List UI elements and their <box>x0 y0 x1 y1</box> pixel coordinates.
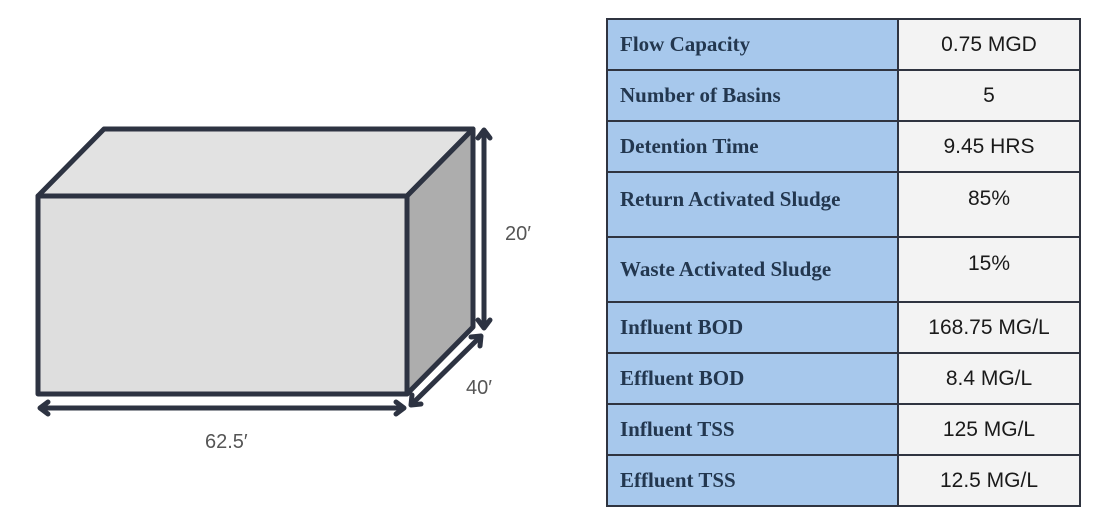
basin-dimension-diagram: 62.5′ 20′ 40′ <box>35 126 531 453</box>
table-row: Influent TSS 125 MG/L <box>606 403 1081 456</box>
length-dimension-arrow <box>37 399 407 417</box>
height-dimension-arrow <box>475 127 493 331</box>
table-row: Influent BOD 168.75 MG/L <box>606 301 1081 354</box>
spec-value: 5 <box>897 69 1081 122</box>
height-label: 20′ <box>505 223 531 245</box>
spec-label: Flow Capacity <box>606 18 899 71</box>
basin-front-face <box>35 193 410 397</box>
spec-value: 8.4 MG/L <box>897 352 1081 405</box>
width-label: 40′ <box>466 377 492 399</box>
table-row: Flow Capacity 0.75 MGD <box>606 18 1081 71</box>
spec-value: 12.5 MG/L <box>897 454 1081 507</box>
table-row: Effluent BOD 8.4 MG/L <box>606 352 1081 405</box>
spec-label: Return Activated Sludge <box>606 171 899 238</box>
spec-label: Influent BOD <box>606 301 899 354</box>
spec-value: 15% <box>897 236 1081 303</box>
table-row: Number of Basins 5 <box>606 69 1081 122</box>
width-dimension-arrow <box>408 333 484 408</box>
spec-label: Number of Basins <box>606 69 899 122</box>
spec-label: Waste Activated Sludge <box>606 236 899 303</box>
spec-value: 0.75 MGD <box>897 18 1081 71</box>
spec-value: 168.75 MG/L <box>897 301 1081 354</box>
spec-value: 125 MG/L <box>897 403 1081 456</box>
length-label: 62.5′ <box>205 431 248 453</box>
table-row: Return Activated Sludge 85% <box>606 171 1081 238</box>
basin-specifications-table: Flow Capacity 0.75 MGD Number of Basins … <box>606 18 1081 507</box>
table-row: Effluent TSS 12.5 MG/L <box>606 454 1081 507</box>
spec-value: 85% <box>897 171 1081 238</box>
table-row: Waste Activated Sludge 15% <box>606 236 1081 303</box>
spec-label: Detention Time <box>606 120 899 173</box>
spec-label: Effluent TSS <box>606 454 899 507</box>
spec-label: Influent TSS <box>606 403 899 456</box>
spec-label: Effluent BOD <box>606 352 899 405</box>
table-row: Detention Time 9.45 HRS <box>606 120 1081 173</box>
spec-value: 9.45 HRS <box>897 120 1081 173</box>
basin-top-face <box>35 126 476 199</box>
